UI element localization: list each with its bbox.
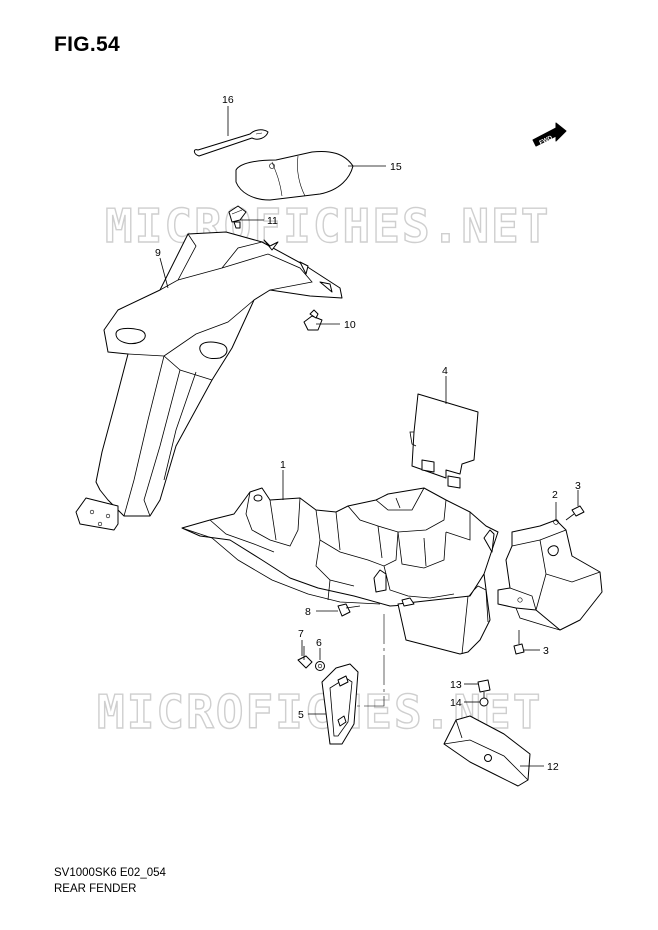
callout-2: 2 bbox=[552, 489, 558, 501]
part-11-clip bbox=[228, 205, 247, 229]
callout-16: 16 bbox=[222, 94, 234, 106]
part-6-nut bbox=[315, 661, 325, 671]
part-10-clip-nut bbox=[303, 309, 323, 331]
callout-11: 11 bbox=[267, 215, 278, 227]
callout-5: 5 bbox=[298, 709, 304, 721]
figure-caption: REAR FENDER bbox=[54, 883, 137, 895]
figure-code: SV1000SK6 E02_054 bbox=[54, 867, 166, 879]
part-4-plate bbox=[409, 393, 479, 489]
part-16-tool bbox=[193, 129, 269, 157]
callout-15: 15 bbox=[390, 161, 402, 173]
part-12-cover bbox=[443, 715, 531, 787]
part-5-bracket bbox=[321, 663, 359, 745]
callout-12: 12 bbox=[547, 761, 559, 773]
callout-3-lower: 3 bbox=[543, 645, 549, 657]
part-15-tool-bag bbox=[235, 150, 354, 201]
fwd-label: FWD bbox=[539, 135, 555, 146]
part-8-bolt bbox=[337, 603, 361, 617]
callout-9: 9 bbox=[155, 247, 161, 259]
part-2-bracket bbox=[497, 519, 603, 631]
part-13-bolt bbox=[477, 679, 491, 704]
callout-14: 14 bbox=[450, 697, 462, 709]
callout-7: 7 bbox=[298, 628, 304, 640]
part-9-rear-fender bbox=[75, 231, 343, 531]
fwd-arrow-icon: FWD bbox=[532, 122, 567, 147]
watermark-top: MICROFICHES.NET bbox=[105, 199, 550, 253]
callout-3-upper: 3 bbox=[575, 480, 581, 492]
callout-8: 8 bbox=[305, 606, 311, 618]
part-3-screw-lower bbox=[513, 630, 525, 655]
callout-4: 4 bbox=[442, 365, 448, 377]
part-14-washer bbox=[479, 697, 489, 707]
callout-13: 13 bbox=[450, 679, 462, 691]
part-3-screw-upper bbox=[565, 505, 585, 521]
callout-10: 10 bbox=[344, 319, 356, 331]
part-1-under-tray bbox=[181, 487, 499, 655]
callout-6: 6 bbox=[316, 637, 322, 649]
figure-title: FIG.54 bbox=[54, 33, 120, 56]
part-7-bolt bbox=[297, 646, 313, 669]
callout-1: 1 bbox=[280, 459, 286, 471]
